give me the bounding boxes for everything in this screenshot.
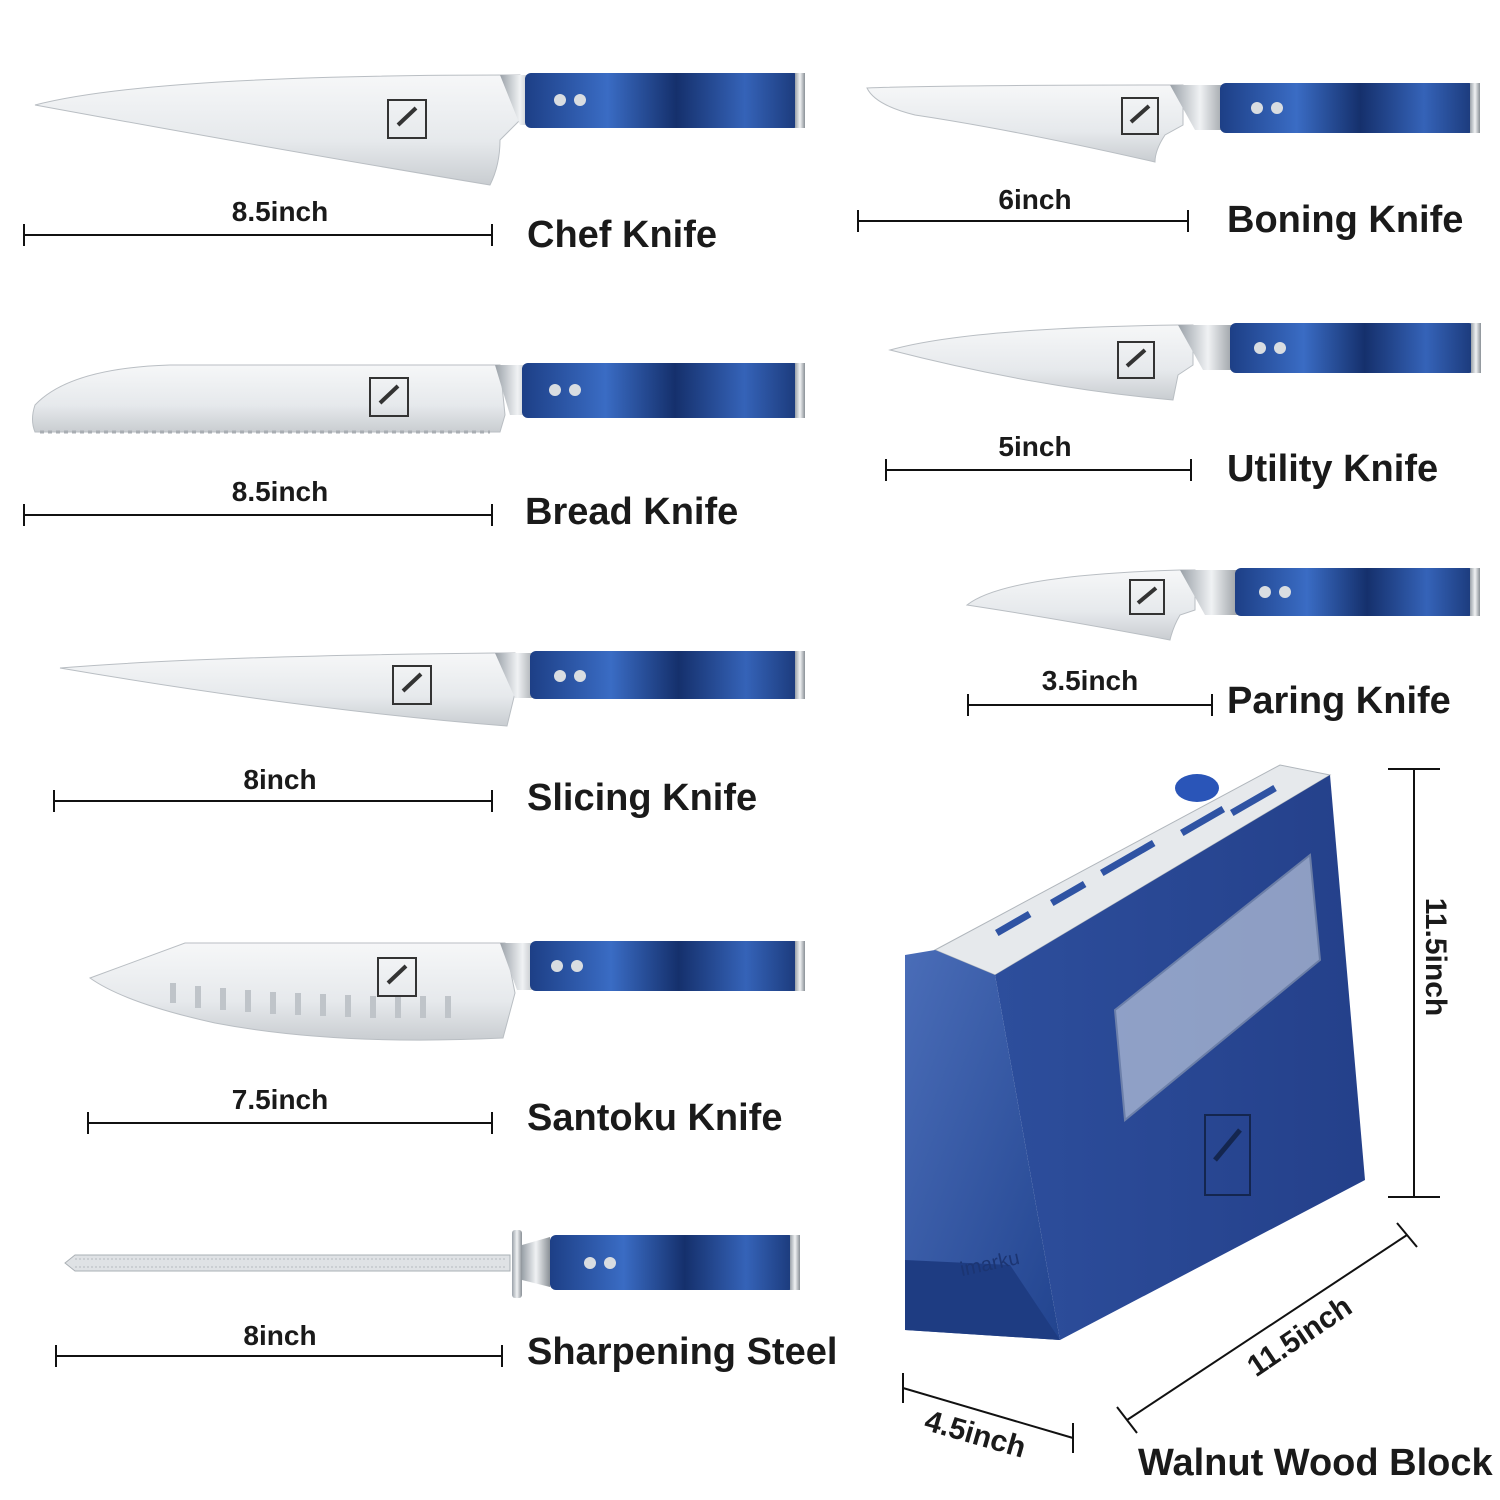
chef-knife-name: Chef Knife	[527, 214, 717, 256]
brand-logo-icon	[392, 665, 432, 705]
santoku-knife-image	[88, 941, 805, 1041]
sharpening-steel-dimension	[55, 1345, 503, 1367]
paring-knife-image	[965, 568, 1480, 641]
sharpening-steel-length: 8inch	[243, 1320, 317, 1351]
brand-logo-icon	[1129, 579, 1165, 615]
brand-logo-icon	[377, 957, 417, 997]
knife-block-length-dimension	[1116, 1222, 1418, 1434]
knife-block-width-dimension	[902, 1373, 1074, 1453]
paring-knife-dimension	[967, 694, 1213, 716]
boning-knife-image	[866, 83, 1480, 163]
slicing-knife-length: 8inch	[243, 764, 317, 795]
santoku-knife-name: Santoku Knife	[527, 1097, 783, 1139]
knife-block-height-dimension	[1388, 768, 1440, 1198]
bread-knife-length: 8.5inch	[231, 476, 329, 507]
utility-knife-name: Utility Knife	[1227, 448, 1439, 490]
boning-knife-name: Boning Knife	[1227, 199, 1464, 241]
bread-knife-image	[32, 363, 805, 434]
santoku-knife-length: 7.5inch	[231, 1084, 329, 1115]
boning-knife-length: 6inch	[998, 184, 1072, 215]
brand-logo-icon	[369, 377, 409, 417]
bread-knife-name: Bread Knife	[525, 491, 739, 533]
sharpening-steel-image	[64, 1230, 800, 1298]
knife-block-image	[905, 764, 1365, 1340]
bread-knife-dimension	[23, 504, 493, 526]
brand-logo-icon	[1204, 1114, 1251, 1196]
brand-logo-icon	[1121, 97, 1159, 135]
chef-knife-dimension	[23, 224, 493, 246]
santoku-knife-dimension	[87, 1112, 493, 1134]
knife-block-height: 11.5inch	[1419, 897, 1452, 1017]
utility-knife-image	[888, 323, 1481, 401]
boning-knife-dimension	[857, 210, 1189, 232]
sharpening-steel-name: Sharpening Steel	[527, 1331, 838, 1373]
slicing-knife-dimension	[53, 790, 493, 812]
brand-logo-icon	[387, 99, 427, 139]
steel-hole-icon	[1175, 774, 1219, 802]
chef-knife-length: 8.5inch	[231, 196, 329, 227]
utility-knife-length: 5inch	[998, 431, 1072, 462]
slicing-knife-image	[59, 651, 805, 727]
utility-knife-dimension	[885, 459, 1192, 481]
slicing-knife-name: Slicing Knife	[527, 777, 758, 819]
brand-logo-icon	[1117, 341, 1155, 379]
paring-knife-length: 3.5inch	[1041, 665, 1139, 696]
chef-knife-image	[34, 73, 805, 186]
knife-block-name: Walnut Wood Block	[1138, 1442, 1493, 1484]
paring-knife-name: Paring Knife	[1227, 680, 1451, 722]
